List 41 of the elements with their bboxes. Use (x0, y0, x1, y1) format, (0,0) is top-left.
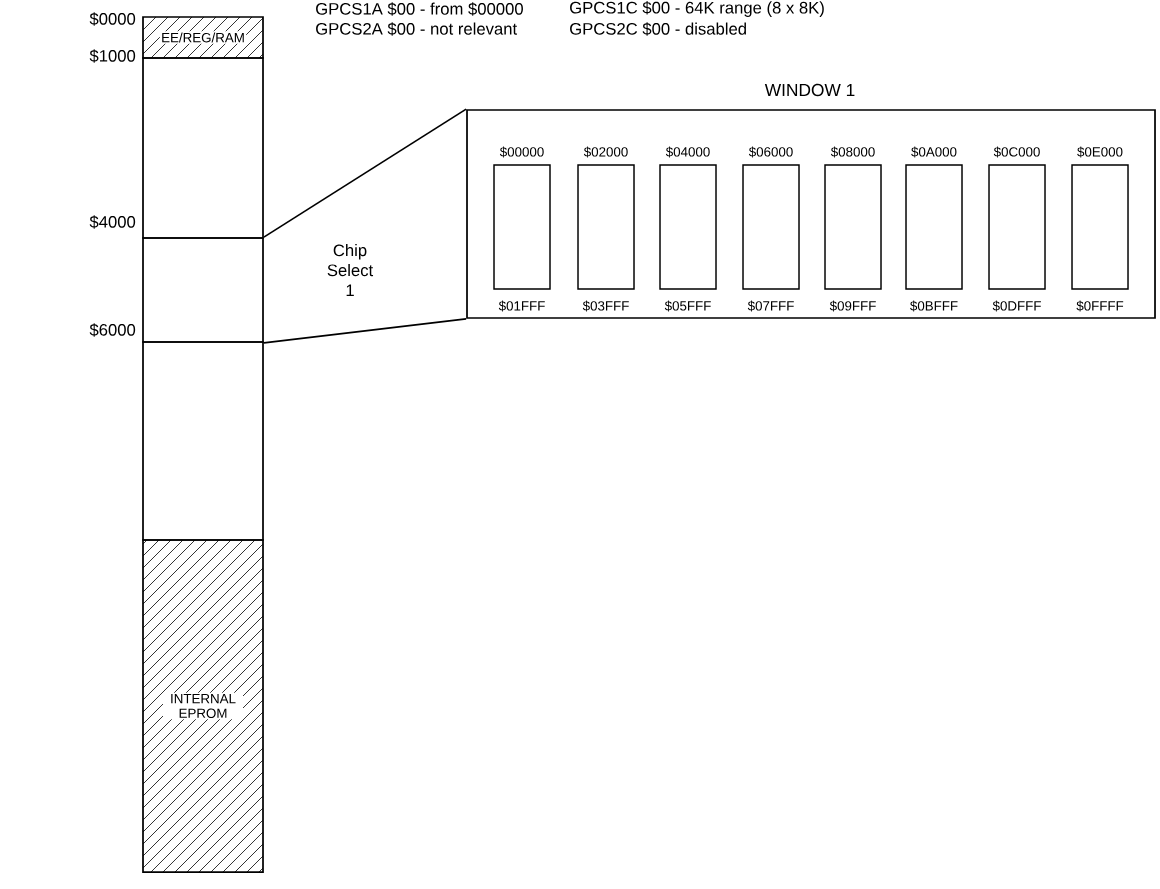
top-note: GPCS2C $00 - disabled (570, 22, 746, 36)
address-label: $4000 (89, 215, 136, 229)
top-note: GPCS2A $00 - not relevant (316, 22, 517, 36)
page-box: $02000 $03FFF (577, 146, 635, 312)
node-label: $09FFF (829, 300, 876, 312)
address-label: $1000 (89, 49, 136, 63)
page-box: $0E000 $0FFFF (1071, 146, 1129, 312)
node-label: $07FFF (747, 300, 794, 312)
hatched-segment: INTERNAL EPROM (142, 539, 264, 873)
top-note: GPCS1C $00 - 64K range (8 x 8K) (570, 1, 824, 17)
node-label: $0FFFF (1076, 300, 1124, 312)
node-label: $01FFF (498, 300, 545, 312)
memory-segment (142, 341, 264, 541)
hatched-segment: EE/REG/RAM (142, 16, 264, 59)
node-label: $0C000 (993, 146, 1040, 158)
page-box: $00000 $01FFF (493, 146, 551, 312)
page-box: $04000 $05FFF (659, 146, 717, 312)
page-box: $08000 $09FFF (824, 146, 882, 312)
memory-segment (142, 57, 264, 239)
page-box: $06000 $07FFF (742, 146, 800, 312)
address-label: $6000 (89, 323, 136, 337)
node-label: WINDOW 1 (764, 83, 855, 97)
memory-segment (142, 237, 264, 343)
top-note: GPCS1A $00 - from $00000 (316, 2, 523, 16)
funnel-line (263, 108, 467, 238)
node-label: $0DFFF (992, 300, 1041, 312)
funnel-line (263, 318, 467, 344)
chip-select-label: Chip Select 1 (327, 243, 374, 297)
node-label: $08000 (830, 146, 875, 158)
address-label: $0000 (89, 12, 136, 26)
page-box: $0A000 $0BFFF (905, 146, 963, 312)
node-label: $06000 (748, 146, 793, 158)
node-label: $02000 (583, 146, 628, 158)
node-label: $0E000 (1077, 146, 1123, 158)
node-label: $03FFF (582, 300, 629, 312)
node-label: $05FFF (664, 300, 711, 312)
node-label: $00000 (499, 146, 544, 158)
node-label: $0BFFF (910, 300, 958, 312)
node-label: $0A000 (911, 146, 957, 158)
page-box: $0C000 $0DFFF (988, 146, 1046, 312)
node-label: $04000 (665, 146, 710, 158)
